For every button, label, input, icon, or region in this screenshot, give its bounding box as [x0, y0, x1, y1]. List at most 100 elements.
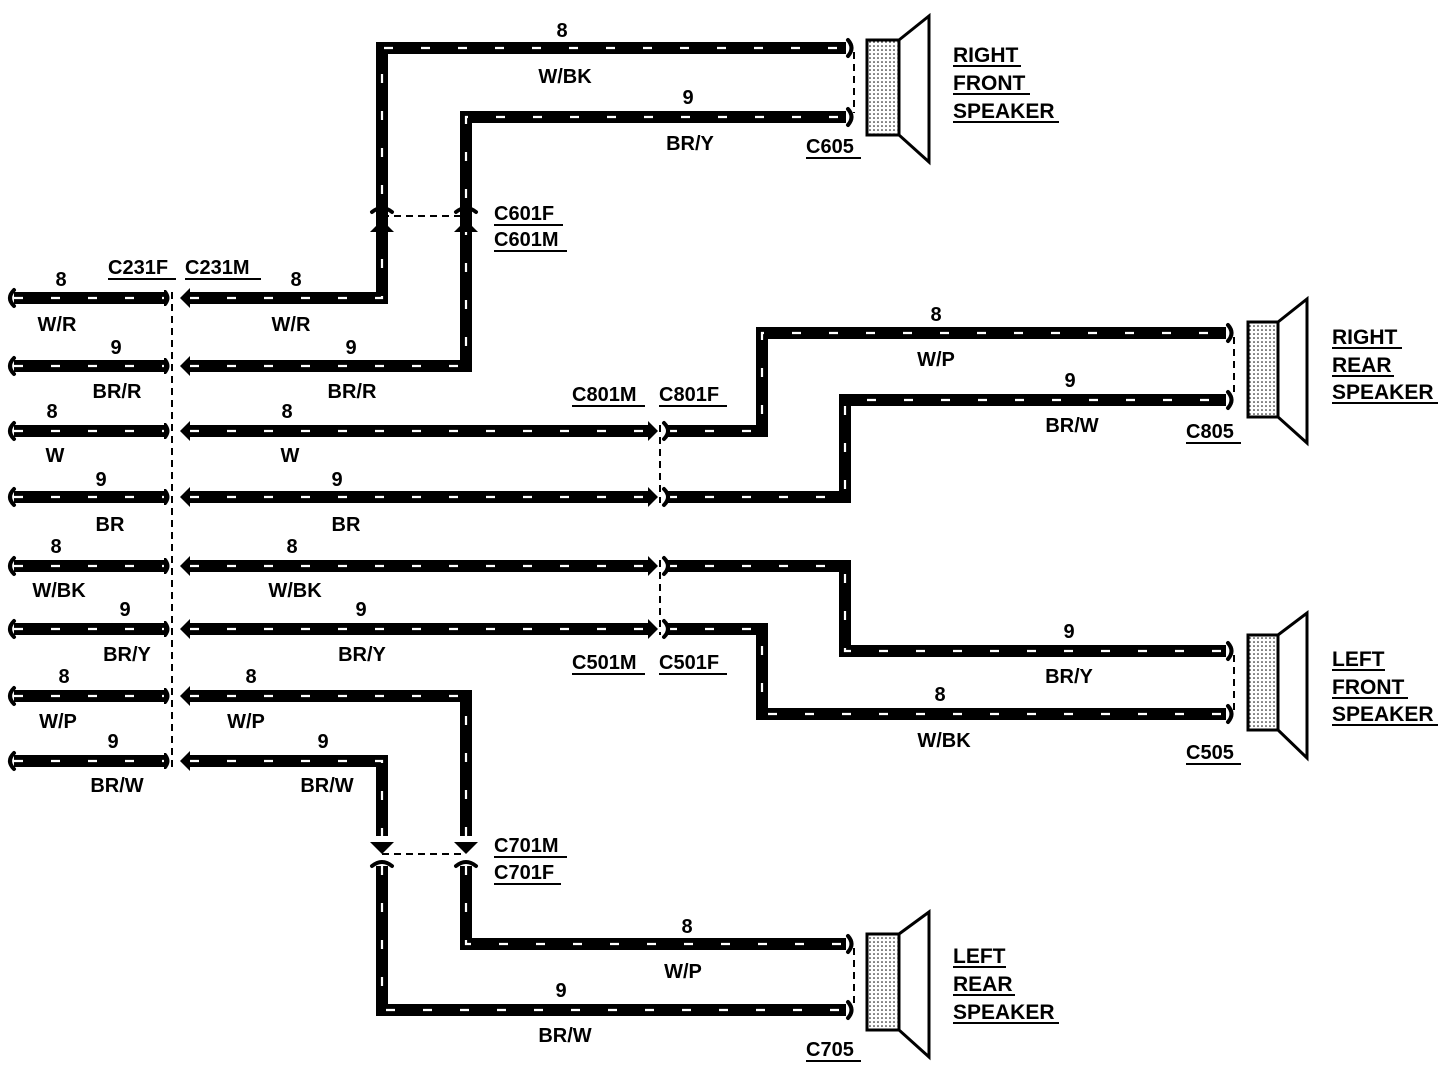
svg-text:SPEAKER: SPEAKER [953, 100, 1055, 123]
svg-text:W/BK: W/BK [268, 580, 322, 602]
svg-text:9: 9 [110, 337, 121, 359]
svg-text:8: 8 [55, 269, 66, 291]
wire-lr-8-main [190, 690, 472, 836]
svg-text:BR/W: BR/W [90, 775, 143, 797]
svg-text:9: 9 [1063, 621, 1074, 643]
svg-text:8: 8 [286, 536, 297, 558]
wire-rr-9 [668, 394, 1226, 503]
svg-text:W/R: W/R [272, 314, 311, 336]
svg-text:W: W [46, 445, 65, 467]
svg-text:FRONT: FRONT [1332, 676, 1404, 699]
svg-text:BR/W: BR/W [538, 1025, 591, 1047]
svg-text:9: 9 [555, 980, 566, 1002]
speaker-title-left-rear: LEFT REAR SPEAKER [953, 945, 1059, 1024]
svg-text:REAR: REAR [1332, 354, 1392, 377]
wire-rf-8 [190, 42, 846, 304]
svg-text:8: 8 [290, 269, 301, 291]
svg-text:W/BK: W/BK [32, 580, 86, 602]
wire-labels-right-front: 8 W/BK 9 BR/Y [538, 20, 714, 155]
wire-lf-8 [668, 623, 1226, 720]
label-c601f: C601F [494, 203, 554, 225]
label-c501f: C501F [659, 652, 719, 674]
svg-text:9: 9 [107, 731, 118, 753]
svg-text:RIGHT: RIGHT [953, 44, 1019, 67]
svg-text:W/P: W/P [227, 711, 265, 733]
svg-text:LEFT: LEFT [953, 945, 1006, 968]
svg-text:BR: BR [96, 514, 125, 536]
svg-text:8: 8 [934, 684, 945, 706]
label-c501m: C501M [572, 652, 636, 674]
svg-text:BR/R: BR/R [328, 381, 377, 403]
svg-text:BR: BR [332, 514, 361, 536]
connector-c601 [370, 206, 478, 232]
svg-text:W/BK: W/BK [538, 66, 592, 88]
svg-text:W/P: W/P [664, 961, 702, 983]
label-c231f: C231F [108, 257, 168, 279]
svg-text:RIGHT: RIGHT [1332, 326, 1398, 349]
left-front-circuit [190, 560, 1226, 720]
connector-labels: C231F C231M C601F C601M C801M C801F C501… [108, 136, 1241, 1062]
left-stub-wires [14, 292, 166, 767]
label-c701m: C701M [494, 835, 558, 857]
svg-text:8: 8 [50, 536, 61, 558]
connector-c231 [164, 288, 190, 771]
svg-text:9: 9 [1064, 370, 1075, 392]
connector-c701 [370, 842, 478, 868]
svg-text:9: 9 [119, 599, 130, 621]
right-front-circuit [190, 42, 846, 372]
wire-lr-9 [376, 866, 846, 1016]
label-c605: C605 [806, 136, 854, 158]
label-c601m: C601M [494, 229, 558, 251]
svg-text:8: 8 [46, 401, 57, 423]
svg-text:8: 8 [58, 666, 69, 688]
label-c805: C805 [1186, 421, 1234, 443]
wires [14, 42, 1226, 1016]
wire-lr-9-main [190, 755, 388, 836]
svg-text:9: 9 [355, 599, 366, 621]
svg-text:BR/Y: BR/Y [1045, 666, 1093, 688]
connector-breaks [8, 38, 1235, 1020]
label-c801f: C801F [659, 384, 719, 406]
wire-labels-left-front: 9 BR/Y 8 W/BK [917, 621, 1093, 752]
svg-text:BR/Y: BR/Y [103, 644, 151, 666]
speaker-left-front-icon [1246, 609, 1309, 762]
wire-rf-9 [190, 111, 846, 372]
left-wire-ends [8, 288, 16, 771]
svg-text:8: 8 [281, 401, 292, 423]
connector-c501 [648, 556, 670, 639]
svg-text:W/P: W/P [39, 711, 77, 733]
svg-text:9: 9 [317, 731, 328, 753]
svg-text:BR/W: BR/W [1045, 415, 1098, 437]
speaker-title-right-rear: RIGHT REAR SPEAKER [1332, 326, 1438, 404]
wire-labels-left-rear: 8 W/P 9 BR/W [538, 916, 702, 1047]
svg-text:BR/Y: BR/Y [666, 133, 714, 155]
speaker-title-left-front: LEFT FRONT SPEAKER [1332, 648, 1438, 726]
wire-labels-right-rear: 8 W/P 9 BR/W [917, 304, 1099, 437]
svg-text:8: 8 [681, 916, 692, 938]
svg-text:W/BK: W/BK [917, 730, 971, 752]
svg-text:BR/W: BR/W [300, 775, 353, 797]
speaker-title-right-front: RIGHT FRONT SPEAKER [953, 44, 1059, 123]
svg-text:8: 8 [556, 20, 567, 42]
wire-rr-8 [668, 327, 1226, 437]
svg-text:SPEAKER: SPEAKER [953, 1001, 1055, 1024]
svg-text:9: 9 [331, 469, 342, 491]
svg-text:W/R: W/R [38, 314, 77, 336]
svg-text:8: 8 [245, 666, 256, 688]
label-c701f: C701F [494, 862, 554, 884]
wire-labels-main: 8 W/R 9 BR/R 8 W 9 BR 8 W/BK 9 BR/Y 8 W/… [227, 269, 386, 797]
svg-text:8: 8 [930, 304, 941, 326]
svg-text:REAR: REAR [953, 973, 1013, 996]
label-c705: C705 [806, 1039, 854, 1061]
svg-text:9: 9 [682, 87, 693, 109]
speaker-left-rear-icon [865, 909, 931, 1061]
svg-text:W/P: W/P [917, 349, 955, 371]
wire-labels-left-stubs: 8 W/R 9 BR/R 8 W 9 BR 8 W/BK 9 BR/Y 8 W/… [32, 269, 151, 797]
svg-text:9: 9 [95, 469, 106, 491]
svg-text:BR/R: BR/R [93, 381, 142, 403]
speaker-connector-hooks [846, 38, 1235, 1020]
svg-text:FRONT: FRONT [953, 72, 1025, 95]
label-c505: C505 [1186, 742, 1234, 764]
connector-c801 [648, 421, 670, 507]
